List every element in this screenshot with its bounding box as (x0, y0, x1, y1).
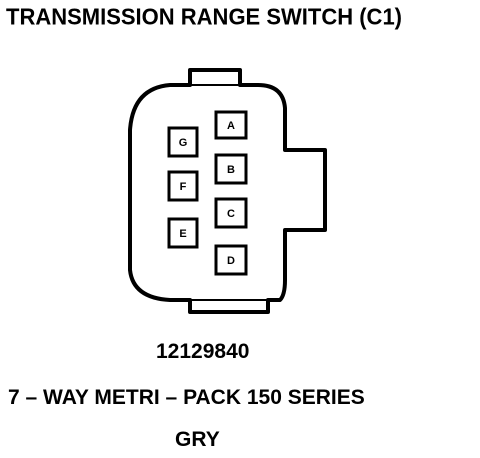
pin-cavity-e (167, 217, 199, 249)
pin-cavity-c (214, 197, 248, 229)
connector-description: 7 – WAY METRI – PACK 150 SERIES (8, 386, 365, 409)
part-number: 12129840 (156, 340, 250, 363)
pin-cavity-d (214, 244, 248, 276)
pin-label-e: E (179, 228, 186, 240)
color-code: GRY (175, 428, 220, 451)
pin-cavity-b (214, 153, 248, 185)
pin-label-c: C (227, 208, 235, 220)
pin-label-d: D (227, 255, 235, 267)
pin-label-g: G (179, 137, 188, 149)
pin-label-b: B (227, 164, 235, 176)
pin-cavity-a (214, 110, 248, 140)
pin-cavity-g (167, 126, 199, 158)
connector-housing (128, 68, 327, 314)
pin-cavity-f (167, 170, 199, 202)
pin-label-a: A (227, 120, 235, 132)
diagram-title: TRANSMISSION RANGE SWITCH (C1) (6, 3, 402, 30)
pin-label-f: F (180, 181, 187, 193)
